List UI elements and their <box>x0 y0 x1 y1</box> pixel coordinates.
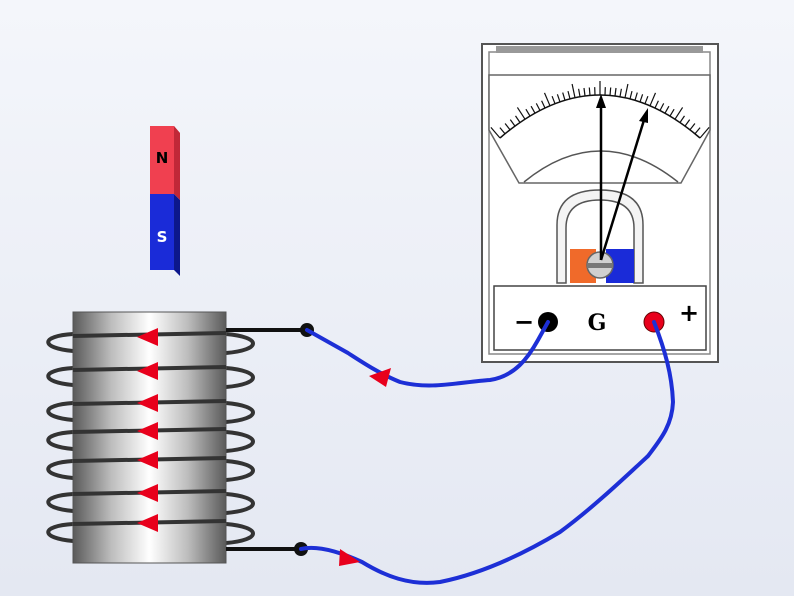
dial-tick <box>541 100 546 109</box>
dial-tick <box>509 119 516 127</box>
dial-tick <box>669 108 675 117</box>
dial-tick <box>525 108 531 117</box>
wire-positive-to-coil-bottom <box>299 320 675 585</box>
galvanometer-needle-deflected <box>599 108 648 261</box>
dial-tick <box>654 100 659 109</box>
dial-tick <box>679 115 685 123</box>
dial-tick <box>659 103 665 111</box>
bar-magnet: N S <box>150 126 180 276</box>
dial-tick <box>634 92 638 101</box>
dial-tick <box>504 123 511 131</box>
dial-tick <box>551 95 556 104</box>
coil-current-arrows <box>137 328 158 532</box>
magnet-north-side-face <box>174 126 180 200</box>
dial-tick <box>614 87 617 97</box>
galvanometer-label: G <box>588 310 607 336</box>
coil-back-loops <box>46 332 255 545</box>
dial-tick <box>649 92 657 107</box>
wire-arrow-top <box>369 368 391 387</box>
coil-arrow-2 <box>137 362 158 380</box>
connecting-wires <box>299 320 675 585</box>
dial-tick <box>674 107 684 120</box>
galvanometer: − G + <box>481 43 719 363</box>
magnet-south-side-face <box>174 194 180 276</box>
dial-tick <box>694 127 701 135</box>
dial-tick <box>543 92 551 107</box>
dial-scale-ticks <box>490 81 710 139</box>
dial-tick <box>530 105 536 114</box>
dial-tick <box>562 92 566 101</box>
dial-window <box>488 74 711 184</box>
dial-tick <box>588 87 591 96</box>
magnet-south-label: S <box>157 228 168 246</box>
coil-arrow-5 <box>137 451 158 469</box>
negative-label: − <box>514 308 534 336</box>
coil-arrow-6 <box>137 484 158 502</box>
magnet-north-pole <box>150 126 174 194</box>
dial-tick <box>578 88 581 97</box>
dial-tick <box>535 103 541 111</box>
coil-leads <box>226 323 314 556</box>
coil-arrow-7 <box>137 514 158 532</box>
positive-label: + <box>679 299 699 327</box>
dial-tick <box>644 95 649 104</box>
galvanometer-terminal-panel <box>493 285 707 351</box>
dial-tick <box>556 94 561 103</box>
galvanometer-needle-rest <box>596 94 606 260</box>
dial-tick <box>629 90 633 100</box>
dial-tick <box>567 90 571 100</box>
coil-arrow-4 <box>137 422 158 440</box>
dial-tick <box>664 105 670 114</box>
dial-tick <box>583 87 586 97</box>
dial-tick <box>515 115 521 123</box>
magnet-north-label: N <box>156 149 169 167</box>
coil-arrow-3 <box>137 394 158 412</box>
dial-tick <box>639 94 644 103</box>
meter-pivot-screw-slot <box>587 263 613 268</box>
dial-tick <box>689 123 696 131</box>
dial-tick <box>624 83 629 98</box>
dial-tick <box>516 107 526 120</box>
dial-tick <box>490 127 501 139</box>
galvanometer-top-bar <box>496 46 703 53</box>
wire-arrow-bottom <box>339 549 360 566</box>
coil-arrow-1 <box>137 328 158 346</box>
dial-tick <box>571 83 576 98</box>
dial-tick <box>499 127 506 135</box>
dial-tick <box>609 87 612 96</box>
dial-tick <box>619 88 622 97</box>
dial-tick <box>699 127 710 139</box>
wire-coil-top-to-negative <box>305 320 550 388</box>
magnet-south-pole <box>150 194 174 270</box>
meter-horseshoe-magnet <box>556 189 644 284</box>
dial-tick <box>684 119 691 127</box>
